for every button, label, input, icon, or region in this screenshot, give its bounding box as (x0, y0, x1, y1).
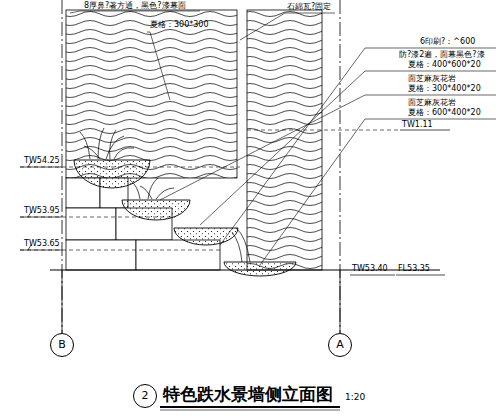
callout-note: 石綿瓦?固定 (287, 2, 331, 12)
axis-label: 2 (142, 390, 149, 402)
callout-note: 6印刷?：^600 (420, 37, 475, 47)
drawing-number-circle: 2 (133, 384, 157, 408)
elevation-mark: FL53.35 (398, 264, 430, 274)
grid-axis-circle: A (328, 333, 352, 357)
elevation-mark: TW53.40 (352, 264, 388, 274)
axis-label: B (58, 339, 66, 351)
callout-note: 防?漆2遍，面幕黑色?漆 (399, 50, 485, 60)
callout-note: 8厚鼻?著方通，黑色?漆幕面 (84, 1, 186, 11)
callout-note: 夏格：600*400*20 (408, 108, 481, 118)
elevation-mark: TW53.65 (24, 239, 60, 249)
drawing-title: 特色跌水景墙侧立面图 (163, 384, 333, 404)
callout-note: 面芝麻灰花岩 (408, 98, 456, 108)
callout-note: 夏格：300*300 (150, 20, 209, 30)
scale-label: 1:20 (345, 392, 365, 402)
callout-note: 夏格：400*600*20 (408, 60, 481, 70)
grid-axis-circle: B (50, 333, 74, 357)
elevation-mark: TW1.11 (402, 120, 433, 130)
callout-note: 夏格：300*400*20 (408, 84, 481, 94)
axis-label: A (336, 339, 344, 351)
elevation-mark: TW54.25 (24, 156, 60, 166)
elevation-mark: TW53.95 (24, 206, 60, 216)
callout-note: 面芝麻灰花岩 (408, 74, 456, 84)
